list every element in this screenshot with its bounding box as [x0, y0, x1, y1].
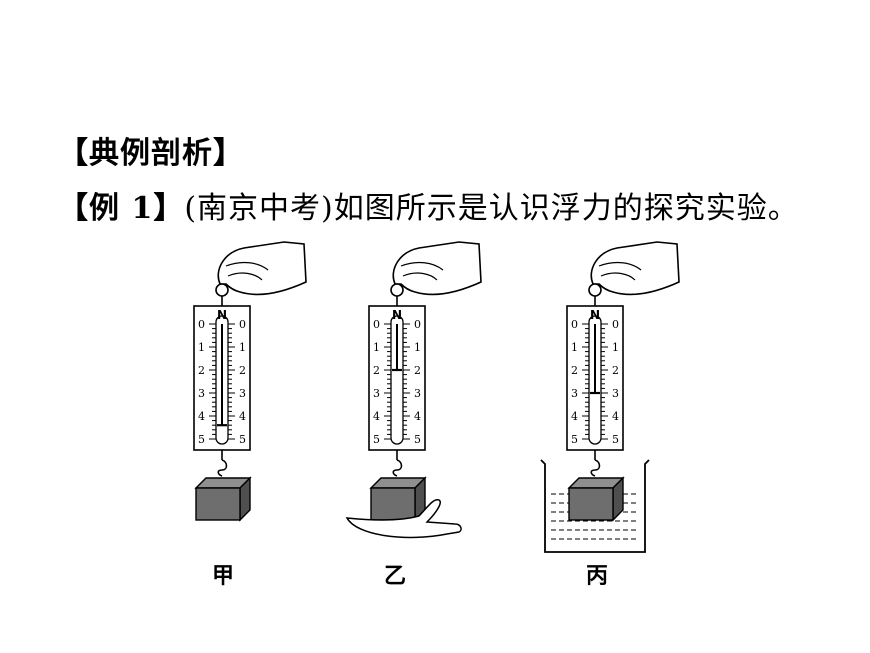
finger-line [400, 261, 444, 271]
scale-tick-label: 1 [571, 341, 578, 354]
scale-tick-label: 4 [373, 410, 380, 423]
scale-unit-label: N [217, 308, 227, 322]
example-tag: 【例 1】 [58, 191, 185, 226]
scale-tick-label: 3 [571, 387, 578, 400]
finger-line [227, 272, 263, 281]
scale-tick-label: 1 [198, 341, 205, 354]
scale-tick-label: 4 [414, 410, 421, 423]
scale-tick-label: 1 [414, 341, 421, 354]
hand-icon [392, 241, 482, 296]
scale-tick-label: 5 [612, 433, 619, 446]
caption-bing: 丙 [586, 563, 609, 589]
scale-tick-label: 4 [571, 410, 578, 423]
scale-tick-label: 5 [198, 433, 205, 446]
scale-tube [390, 315, 404, 445]
scale-hook-curve [217, 459, 228, 477]
panel-jia: N0 0 1 1 2 2 3 3 4 4 5 5 [193, 241, 307, 522]
scale-hook-curve [392, 459, 403, 477]
scale-tick-label: 1 [239, 341, 246, 354]
scale-hook-curve [590, 459, 601, 477]
scale-tick-label: 3 [414, 387, 421, 400]
caption-yi: 乙 [384, 563, 407, 589]
scale-tick-label: 2 [198, 364, 205, 377]
scale-ring [588, 283, 602, 297]
panel-yi: N0 0 1 1 2 2 3 3 4 4 5 5 [345, 241, 482, 539]
finger-line [598, 261, 642, 271]
scale-tick-label: 2 [239, 364, 246, 377]
panel-bing: N0 0 1 1 2 2 3 3 4 4 5 5 [540, 241, 680, 553]
scale-tick-label: 0 [571, 318, 578, 331]
scale-tick-label: 3 [198, 387, 205, 400]
hand-icon [590, 241, 680, 296]
scale-tick-label: 2 [612, 364, 619, 377]
scale-tick-label: 2 [414, 364, 421, 377]
scale-tick-label: 0 [373, 318, 380, 331]
section-heading: 【典例剖析】 [58, 136, 244, 171]
hand-icon [217, 241, 307, 296]
block-front [370, 487, 416, 521]
scale-tick-label: 5 [239, 433, 246, 446]
scale-tick-label: 5 [571, 433, 578, 446]
scale-tick-label: 1 [373, 341, 380, 354]
scale-tick-label: 0 [239, 318, 246, 331]
beaker-outline [540, 459, 650, 553]
support-hand-icon [345, 499, 462, 539]
scale-tick-label: 0 [414, 318, 421, 331]
scale-tick-label: 3 [373, 387, 380, 400]
scale-tick-label: 3 [239, 387, 246, 400]
scale-tick-label: 5 [373, 433, 380, 446]
example-source: (南京中考) [184, 191, 334, 226]
scale-tick-label: 4 [198, 410, 205, 423]
finger-line [402, 272, 438, 281]
scale-unit-label: N [392, 308, 402, 322]
block-front [195, 487, 241, 521]
scale-unit-label: N [590, 308, 600, 322]
scale-tick-label: 2 [571, 364, 578, 377]
caption-jia: 甲 [212, 563, 235, 589]
finger-line [225, 261, 269, 271]
scale-tick-label: 0 [198, 318, 205, 331]
block-front [568, 487, 614, 521]
scale-tick-label: 3 [612, 387, 619, 400]
scale-tick-label: 1 [612, 341, 619, 354]
finger-line [600, 272, 636, 281]
scale-tick-label: 4 [239, 410, 246, 423]
scale-tick-label: 5 [414, 433, 421, 446]
scale-ring [215, 283, 229, 297]
example-text: 如图所示是认识浮力的探究实验。 [333, 191, 799, 226]
example-statement: 【例 1】(南京中考)如图所示是认识浮力的探究实验。 [58, 183, 799, 227]
scale-tick-label: 0 [612, 318, 619, 331]
scale-tick-label: 2 [373, 364, 380, 377]
scale-ring [390, 283, 404, 297]
scale-tick-label: 4 [612, 410, 619, 423]
